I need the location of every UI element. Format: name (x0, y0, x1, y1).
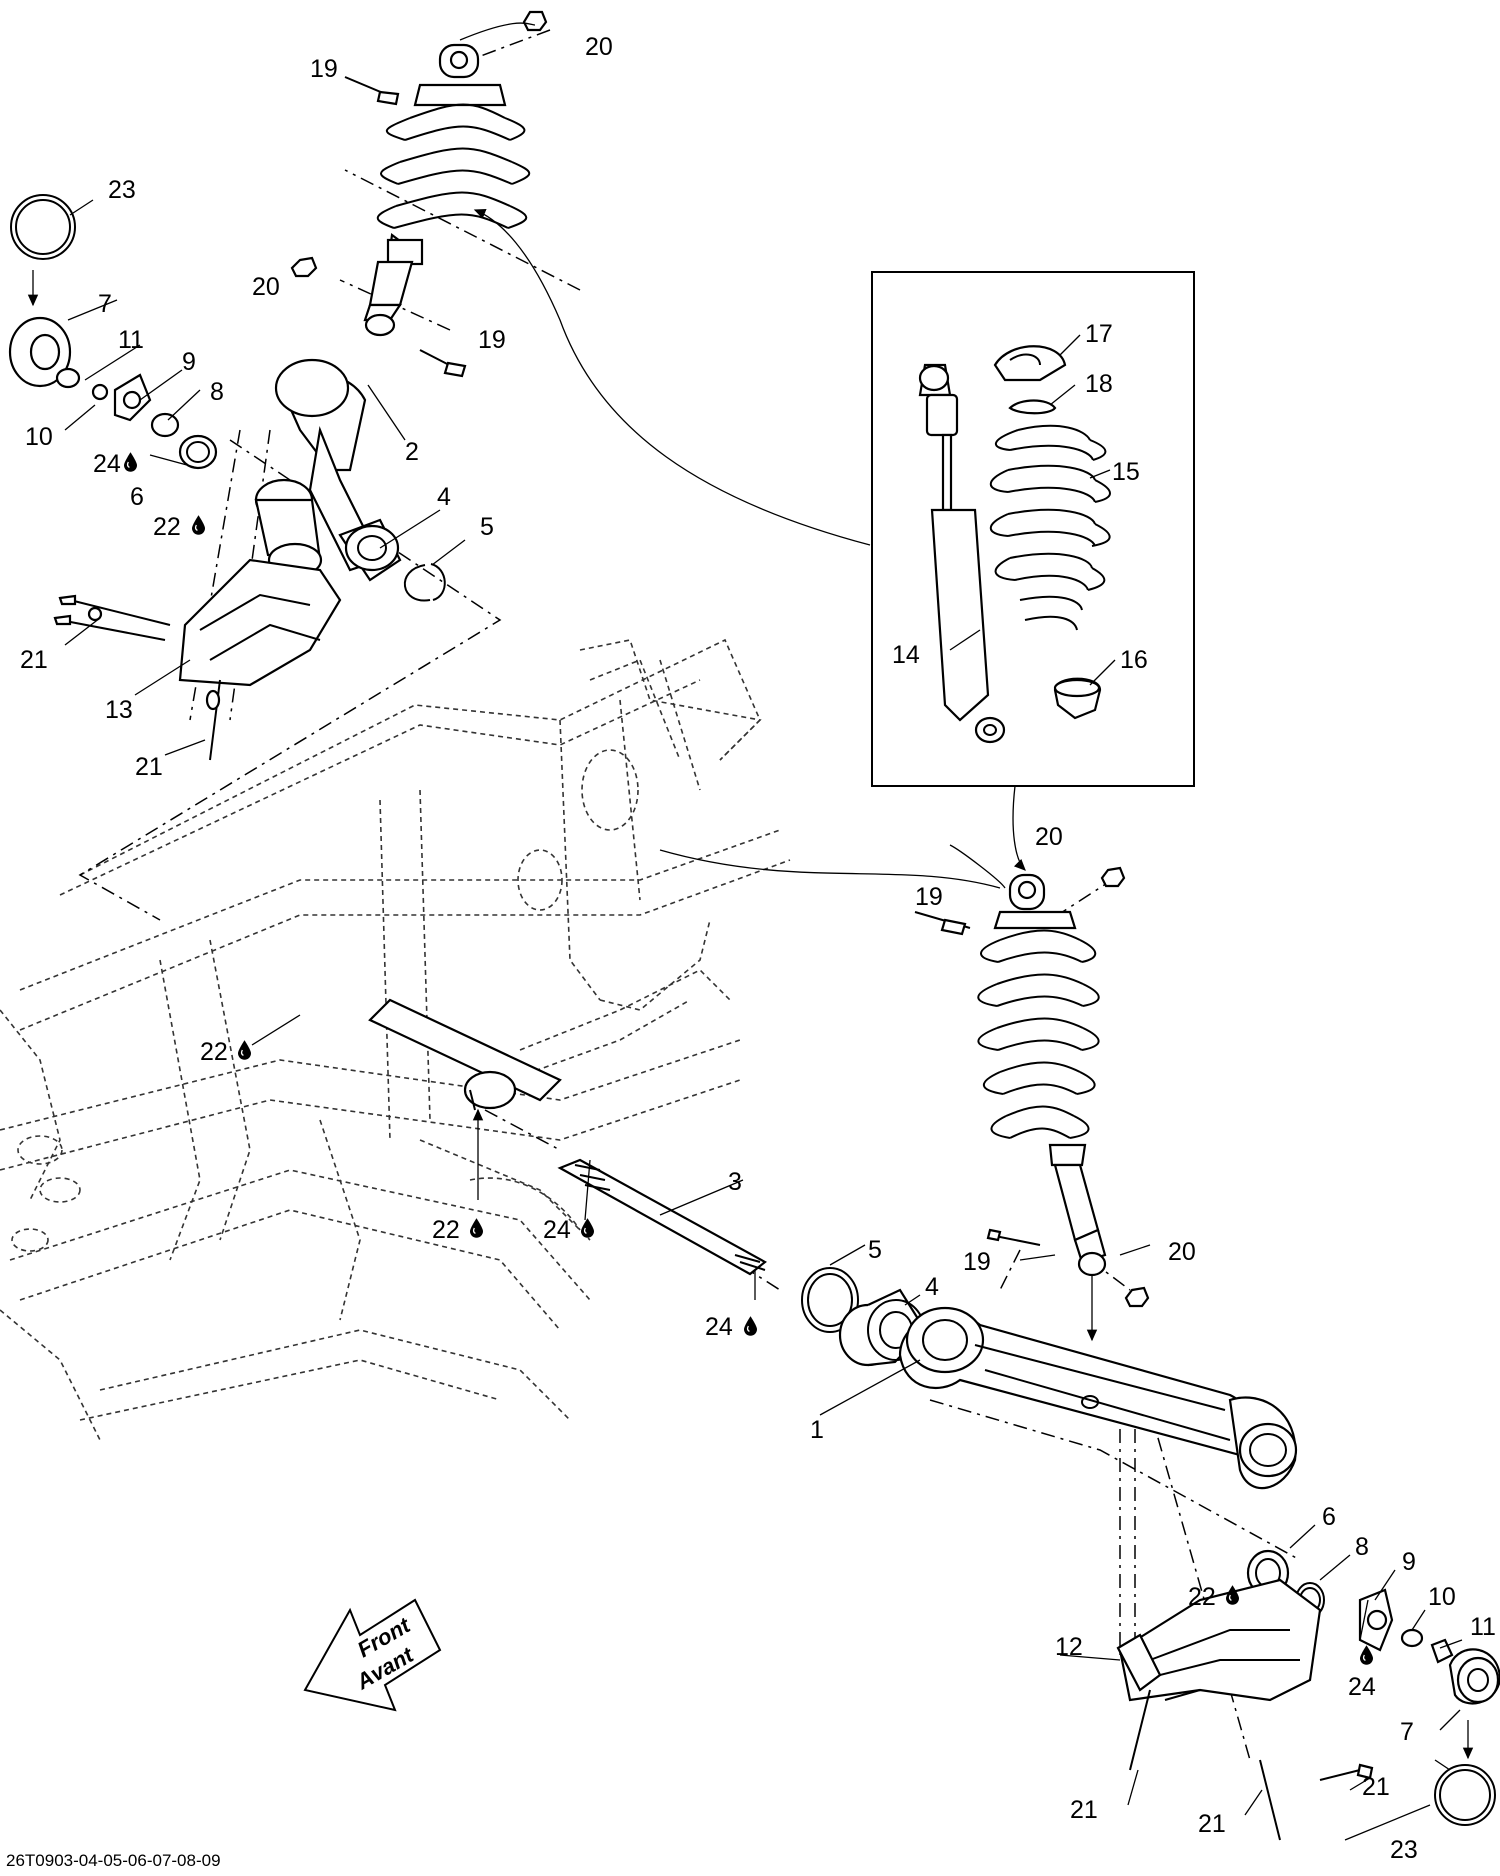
right-shock-absorber (977, 873, 1107, 1277)
callout-22: 22 (1188, 1583, 1216, 1611)
callout-15: 15 (1112, 458, 1140, 486)
callout-11: 11 (1470, 1613, 1496, 1641)
callout-19: 19 (963, 1248, 991, 1276)
lubricant-drop-icon (192, 515, 205, 535)
callout-21: 21 (1198, 1810, 1226, 1838)
right-hub-group (1116, 1549, 1500, 1841)
callout-19: 19 (478, 326, 506, 354)
fasteners (290, 10, 1150, 1308)
callout-22: 22 (432, 1216, 460, 1244)
upper-shock-absorber (363, 43, 531, 337)
callout-23: 23 (108, 176, 136, 204)
callout-20: 20 (1035, 823, 1063, 851)
lubricant-drop-icon (1226, 1585, 1239, 1605)
callout-6: 6 (1322, 1503, 1336, 1531)
callout-20: 20 (585, 33, 613, 61)
callout-24: 24 (705, 1313, 733, 1341)
callout-20: 20 (1168, 1238, 1196, 1266)
callout-19: 19 (310, 55, 338, 83)
lower-arm-group (898, 1306, 1298, 1490)
callout-14: 14 (892, 641, 920, 669)
vehicle-frame (0, 638, 791, 1441)
callout-24: 24 (543, 1216, 571, 1244)
callout-13: 13 (105, 696, 133, 724)
callout-21: 21 (135, 753, 163, 781)
leader-lines (27, 22, 1474, 1841)
lubricant-drop-icon (744, 1316, 757, 1336)
callout-8: 8 (210, 378, 224, 406)
lubricant-drop-icon (238, 1040, 251, 1060)
pivot-shaft-group (368, 998, 927, 1367)
callout-19: 19 (915, 883, 943, 911)
callout-21: 21 (20, 646, 48, 674)
callout-5: 5 (480, 513, 494, 541)
callout-5: 5 (868, 1236, 882, 1264)
callout-23: 23 (1390, 1836, 1418, 1864)
callout-9: 9 (1402, 1548, 1416, 1576)
shock-inset-box (871, 271, 1195, 787)
lubricant-drop-icon (581, 1218, 594, 1238)
lubricant-drop-icon (124, 452, 137, 472)
front-direction-arrow: Front Avant (303, 1598, 442, 1712)
callout-4: 4 (925, 1273, 939, 1301)
callout-22: 22 (200, 1038, 228, 1066)
callout-10: 10 (25, 423, 53, 451)
callout-6: 6 (130, 483, 144, 511)
callout-2: 2 (405, 438, 419, 466)
callout-11: 11 (118, 326, 144, 354)
callout-16: 16 (1120, 646, 1148, 674)
callout-4: 4 (437, 483, 451, 511)
callout-12: 12 (1055, 1633, 1083, 1661)
lubricant-drop-icon (470, 1218, 483, 1238)
callout-24: 24 (93, 450, 121, 478)
callout-labels: 20 19 23 20 19 7 11 9 8 10 24 6 2 22 4 5… (20, 33, 1496, 1864)
callout-18: 18 (1085, 370, 1113, 398)
callout-10: 10 (1428, 1583, 1456, 1611)
callout-22: 22 (153, 513, 181, 541)
lubricant-drop-icon (1360, 1645, 1373, 1665)
callout-17: 17 (1085, 320, 1113, 348)
callout-3: 3 (728, 1168, 742, 1196)
callout-7: 7 (1400, 1718, 1414, 1746)
callout-7: 7 (98, 290, 112, 318)
callout-8: 8 (1355, 1533, 1369, 1561)
callout-20: 20 (252, 273, 280, 301)
left-arm-hub-group (8, 194, 446, 761)
callout-1: 1 (810, 1416, 824, 1444)
callout-21: 21 (1070, 1796, 1098, 1824)
callout-9: 9 (182, 348, 196, 376)
drawing-code: 26T0903-04-05-06-07-08-09 (6, 1851, 221, 1870)
callout-21: 21 (1362, 1773, 1390, 1801)
callout-24: 24 (1348, 1673, 1376, 1701)
